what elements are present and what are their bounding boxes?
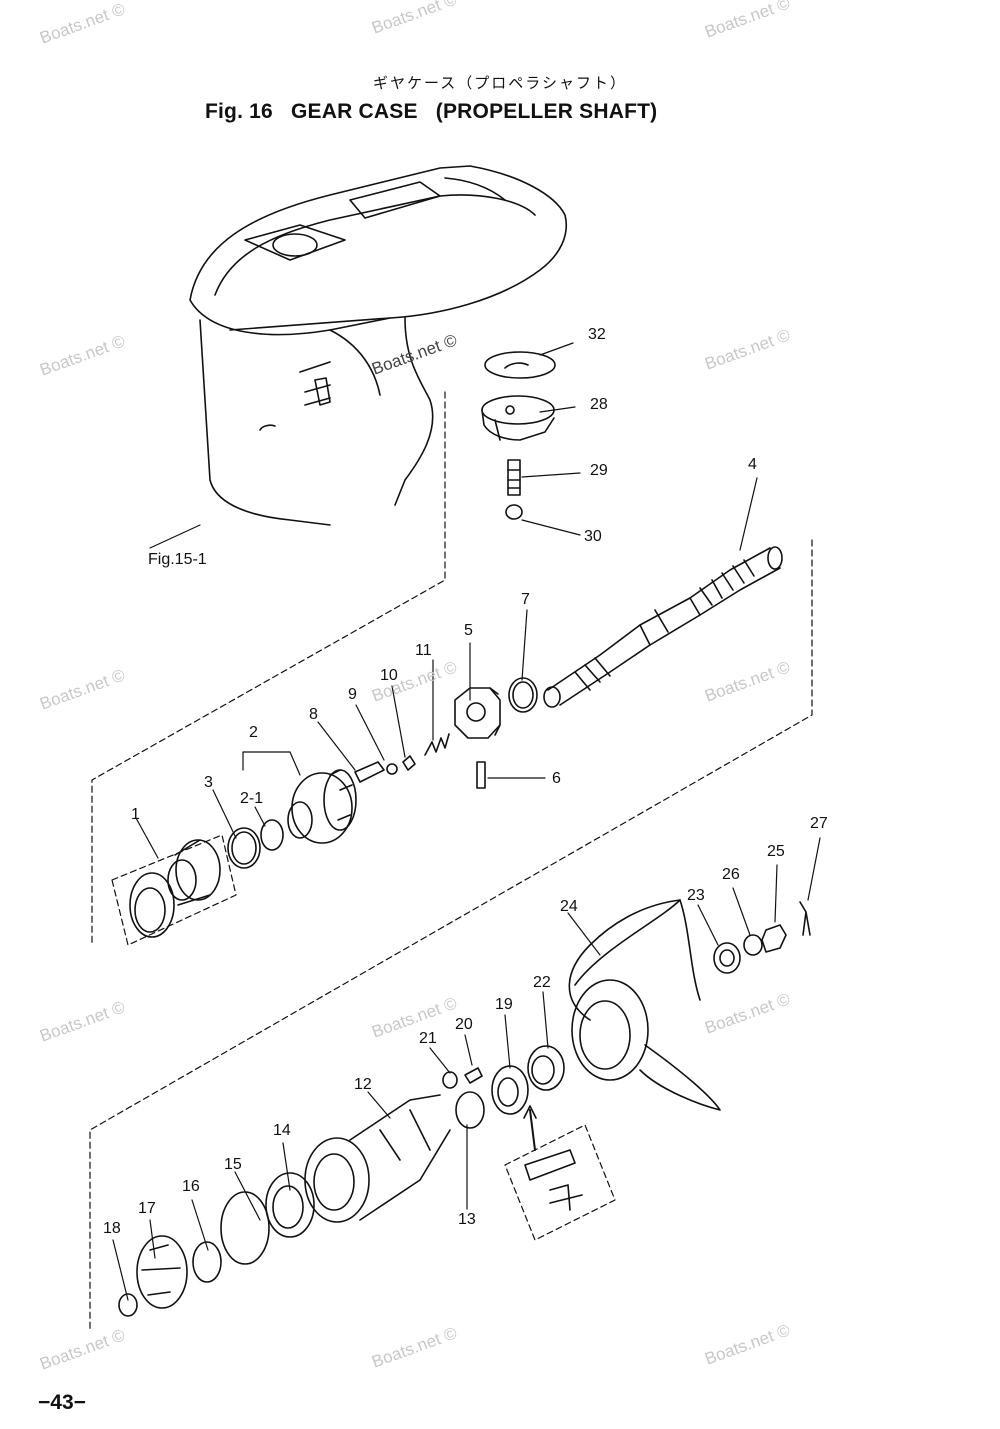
- label-part-1: 1: [131, 806, 140, 823]
- part-22-bushing: [527, 1045, 565, 1091]
- label-part-21: 21: [419, 1030, 437, 1047]
- part-10: [402, 755, 416, 771]
- label-part-14: 14: [273, 1122, 291, 1139]
- title-japanese: ギヤケース（プロペラシャフト）: [373, 74, 627, 92]
- label-part-30: 30: [584, 528, 602, 545]
- label-part-28: 28: [590, 396, 608, 413]
- label-part-22: 22: [533, 974, 551, 991]
- part-15-o-ring: [220, 1191, 270, 1265]
- label-part-20: 20: [455, 1016, 473, 1033]
- label-part-2: 2: [249, 724, 258, 741]
- part-2-gear: [287, 769, 357, 844]
- label-part-25: 25: [767, 843, 785, 860]
- label-part-7: 7: [521, 591, 530, 608]
- label-part-19: 19: [495, 996, 513, 1013]
- label-part-24: 24: [560, 898, 578, 915]
- part-17-gear: [136, 1235, 188, 1309]
- label-part-12: 12: [354, 1076, 372, 1093]
- label-part-13: 13: [458, 1211, 476, 1228]
- label-part-27: 27: [810, 815, 828, 832]
- part-24-propeller: [568, 899, 721, 1111]
- part-21-washer: [442, 1071, 458, 1089]
- label-part-5: 5: [464, 622, 473, 639]
- page-number: −43−: [38, 1391, 86, 1414]
- part-26-washer: [743, 934, 763, 956]
- part-5-clutch: [454, 687, 501, 739]
- part-8-plunger: [354, 761, 385, 783]
- part-9: [386, 763, 398, 775]
- label-part-16: 16: [182, 1178, 200, 1195]
- part-19-seal: [491, 1065, 529, 1115]
- part-11-spring: [424, 733, 450, 756]
- label-part-6: 6: [552, 770, 561, 787]
- part-20-bolt: [464, 1067, 483, 1084]
- label-part-18: 18: [103, 1220, 121, 1237]
- part-6-pin: [476, 761, 486, 789]
- label-part-26: 26: [722, 866, 740, 883]
- label-part-11: 11: [415, 642, 432, 659]
- leader-lines: [112, 342, 821, 1301]
- figure-title: Fig. 16 GEAR CASE (PROPELLER SHAFT): [205, 100, 658, 123]
- label-part-15: 15: [224, 1156, 242, 1173]
- part-16-shim: [192, 1241, 222, 1283]
- tool-icon: [524, 1149, 576, 1181]
- guide-lines: [89, 391, 813, 1331]
- label-part-17: 17: [138, 1200, 156, 1217]
- part-13-bearing: [455, 1091, 485, 1129]
- part-3-ring: [227, 827, 261, 869]
- label-part-2-1: 2-1: [240, 790, 264, 807]
- label-part-23: 23: [687, 887, 705, 904]
- part-28-cam: [481, 395, 555, 441]
- label-part-8: 8: [309, 706, 318, 723]
- part-7-ring: [508, 677, 538, 713]
- part-30-ball: [505, 504, 523, 520]
- label-part-3: 3: [204, 774, 213, 791]
- label-part-29: 29: [590, 462, 608, 479]
- part-23-washer: [713, 942, 741, 974]
- part-32-cover: [484, 351, 556, 379]
- part-1-gear: [129, 839, 221, 938]
- part-14-bearing: [265, 1172, 315, 1238]
- part-2-1-bearing: [260, 819, 284, 851]
- label-part-4: 4: [748, 456, 757, 473]
- part-4-propeller-shaft: [543, 546, 783, 708]
- label-part-9: 9: [348, 686, 357, 703]
- reference-label: Fig.15-1: [148, 551, 207, 568]
- label-part-32: 32: [588, 326, 606, 343]
- gear-case-housing: [189, 165, 567, 526]
- part-12-bearing-housing: [304, 1094, 451, 1223]
- label-part-10: 10: [380, 667, 398, 684]
- part-29-rod: [507, 459, 521, 496]
- part-27-cotter-pin: [799, 901, 811, 936]
- part-25-nut: [761, 924, 787, 953]
- part-18-washer: [118, 1293, 138, 1317]
